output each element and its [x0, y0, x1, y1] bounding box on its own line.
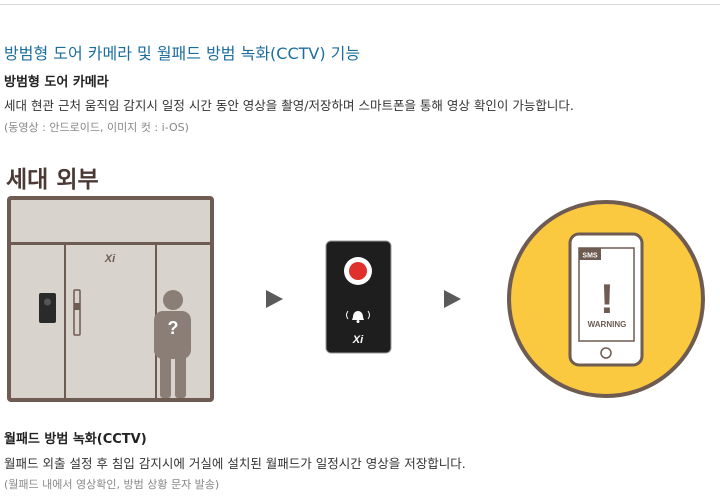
wallpad-note: (월패드 내에서 영상확인, 방범 상황 문자 발송) — [4, 478, 220, 491]
door-camera-device: Xi — [325, 240, 392, 354]
top-divider — [0, 4, 720, 5]
question-mark: ? — [168, 318, 179, 338]
security-illustration: Xi ? Xi SMS ! WARNING — [7, 196, 705, 402]
device-logo: Xi — [352, 334, 364, 346]
door-camera-note: (동영상 : 안드로이드, 이미지 컷 : i-OS) — [4, 121, 189, 134]
door-camera-description: 세대 현관 근처 움직임 감지시 일정 시간 동안 영상을 촬영/저장하며 스마… — [4, 98, 574, 113]
bell-icon — [352, 311, 364, 320]
door-camera-icon — [39, 293, 56, 323]
outside-label: 세대 외부 — [6, 167, 99, 193]
door-handle — [73, 289, 81, 336]
section-title: 방범형 도어 카메라 및 월패드 방범 녹화(CCTV) 기능 — [4, 44, 361, 63]
wallpad-description: 월패드 외출 설정 후 침입 감지시에 거실에 설치된 월패드가 일정시간 영상… — [4, 456, 466, 471]
door-camera-title: 방범형 도어 카메라 — [4, 75, 109, 90]
home-button-icon — [600, 347, 612, 359]
arrow-right-icon — [266, 290, 283, 308]
wallpad-title: 월패드 방범 녹화(CCTV) — [4, 432, 147, 447]
door-logo: Xi — [104, 253, 116, 265]
warning-text: WARNING — [588, 320, 627, 329]
smartphone-alert-illustration: SMS ! WARNING — [507, 200, 705, 398]
arrow-right-icon — [444, 290, 461, 308]
alert-icon: ! — [600, 275, 614, 322]
person-icon: ? — [154, 290, 191, 398]
sms-tag: SMS — [582, 253, 598, 260]
